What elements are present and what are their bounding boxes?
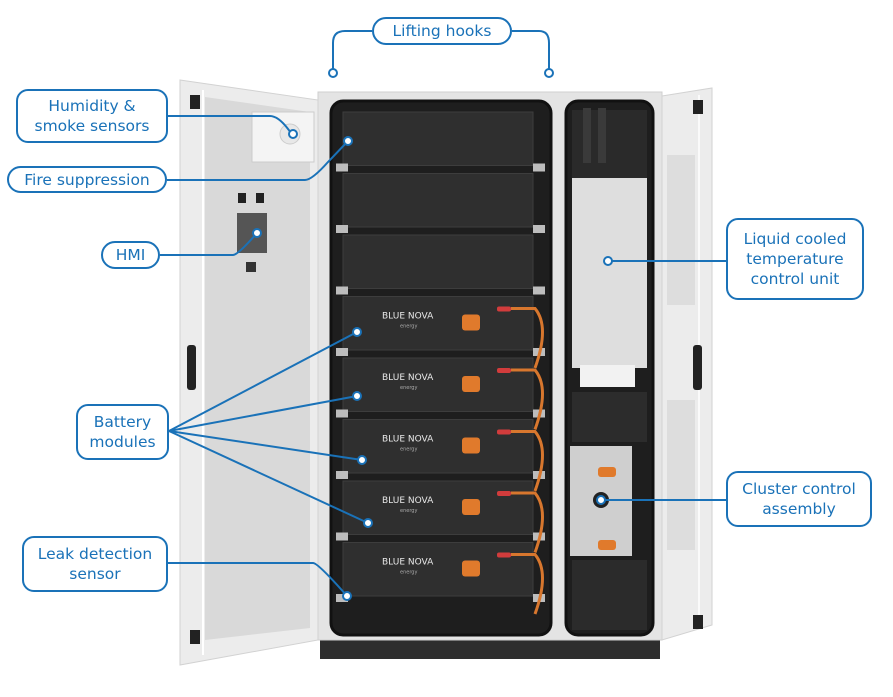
battery-connector bbox=[462, 560, 480, 577]
callout-liquid-cooled-unit: Liquid cooled temperature control unit bbox=[726, 218, 864, 300]
blank-panel bbox=[336, 111, 545, 172]
battery-brand-label: BLUE NOVA bbox=[382, 435, 434, 445]
leader-fire-suppression bbox=[167, 140, 349, 181]
callout-anchor-dot bbox=[288, 129, 298, 139]
leader-lifting-hooks bbox=[332, 30, 372, 73]
callout-humidity-smoke-sensors: Humidity & smoke sensors bbox=[16, 89, 168, 143]
leader-battery-modules bbox=[168, 430, 369, 524]
callout-anchor-dot bbox=[352, 391, 362, 401]
blank-panel bbox=[336, 234, 545, 295]
battery-brand-sublabel: energy bbox=[400, 570, 417, 576]
callout-anchor-dot bbox=[596, 495, 606, 505]
battery-module: BLUE NOVA energy bbox=[336, 357, 545, 431]
battery-connector bbox=[462, 499, 480, 515]
callout-anchor-dot bbox=[603, 256, 613, 266]
callout-anchor-dot bbox=[343, 136, 353, 146]
callout-anchor-dot bbox=[544, 68, 554, 78]
battery-brand-label: BLUE NOVA bbox=[382, 496, 434, 506]
cooling-unit-panel bbox=[572, 178, 647, 368]
callout-anchor-dot bbox=[252, 228, 262, 238]
battery-module: BLUE NOVA energy bbox=[336, 480, 545, 554]
right-door-handle bbox=[693, 345, 702, 390]
left-door-inner-panel bbox=[205, 97, 310, 640]
callout-anchor-dot bbox=[328, 68, 338, 78]
battery-brand-sublabel: energy bbox=[400, 508, 417, 514]
battery-connector bbox=[462, 376, 480, 392]
battery-brand-sublabel: energy bbox=[400, 447, 417, 453]
callout-anchor-dot bbox=[342, 591, 352, 601]
battery-module: BLUE NOVA energy bbox=[336, 542, 545, 615]
leader-hmi bbox=[160, 232, 258, 256]
callout-anchor-dot bbox=[357, 455, 367, 465]
battery-brand-label: BLUE NOVA bbox=[382, 373, 434, 383]
leader-battery-modules bbox=[168, 430, 363, 461]
battery-brand-label: BLUE NOVA bbox=[382, 312, 434, 322]
callout-leak-detection-sensor: Leak detection sensor bbox=[22, 536, 168, 592]
battery-connector bbox=[462, 437, 480, 454]
leader-leak-detection bbox=[168, 562, 348, 597]
battery-brand-label: BLUE NOVA bbox=[382, 558, 434, 568]
callout-anchor-dot bbox=[363, 518, 373, 528]
battery-connector bbox=[462, 314, 480, 331]
cabinet-plinth bbox=[320, 637, 660, 659]
battery-brand-sublabel: energy bbox=[400, 385, 417, 391]
leader-lifting-hooks bbox=[512, 30, 550, 73]
blank-panel bbox=[336, 173, 545, 233]
callout-anchor-dot bbox=[352, 327, 362, 337]
battery-module: BLUE NOVA energy bbox=[336, 419, 545, 492]
callout-battery-modules: Battery modules bbox=[76, 404, 169, 460]
left-door-handle bbox=[187, 345, 196, 390]
battery-module: BLUE NOVA energy bbox=[336, 296, 545, 369]
leader-battery-modules bbox=[168, 331, 358, 432]
callout-hmi: HMI bbox=[101, 241, 160, 269]
battery-brand-sublabel: energy bbox=[400, 324, 417, 330]
callout-fire-suppression: Fire suppression bbox=[7, 166, 167, 193]
callout-cluster-control-assembly: Cluster control assembly bbox=[726, 471, 872, 527]
callout-lifting-hooks: Lifting hooks bbox=[372, 17, 512, 45]
leader-battery-modules bbox=[168, 395, 358, 432]
